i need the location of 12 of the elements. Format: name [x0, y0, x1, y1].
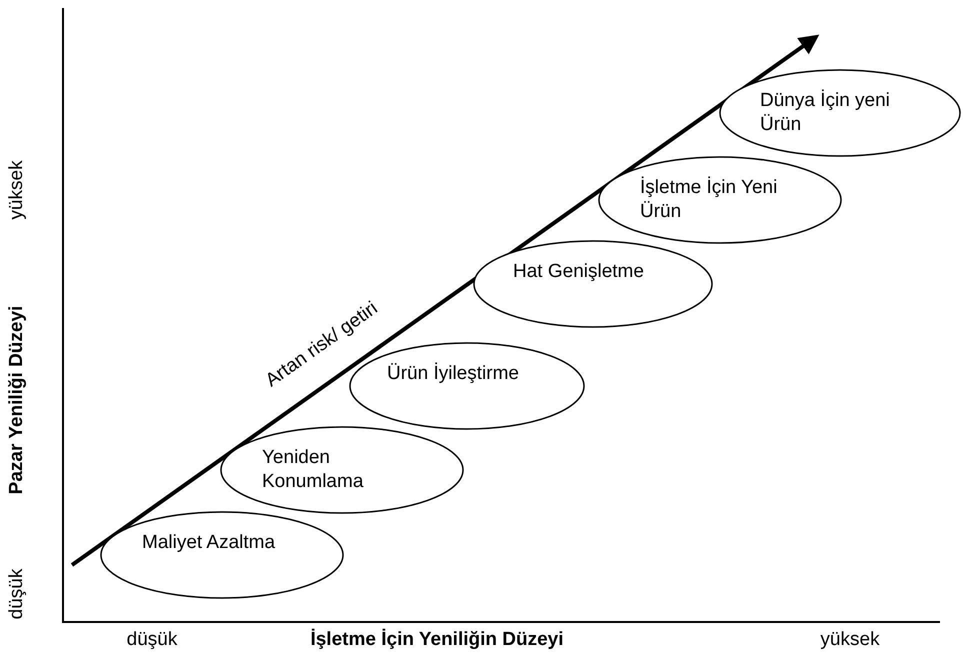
stage-label: Ürün İyileştirme [387, 362, 520, 386]
axis-tick-label: yüksek [820, 629, 880, 651]
axis-tick-label: düşük [126, 629, 178, 651]
axis-title: Pazar Yeniliği Düzeyi [6, 306, 28, 494]
stage-label: Yeniden Konumlama [262, 446, 364, 494]
stage-label: Dünya İçin yeni Ürün [760, 89, 891, 137]
stage-label: Maliyet Azaltma [142, 531, 276, 555]
stage-label: Hat Genişletme [513, 260, 645, 284]
stage-label: İşletme İçin Yeni Ürün [640, 176, 778, 224]
axis-title: İşletme İçin Yeniliğin Düzeyi [310, 629, 564, 651]
axis-tick-label: yüksek [6, 160, 28, 220]
axis-tick-label: düşük [6, 568, 28, 620]
